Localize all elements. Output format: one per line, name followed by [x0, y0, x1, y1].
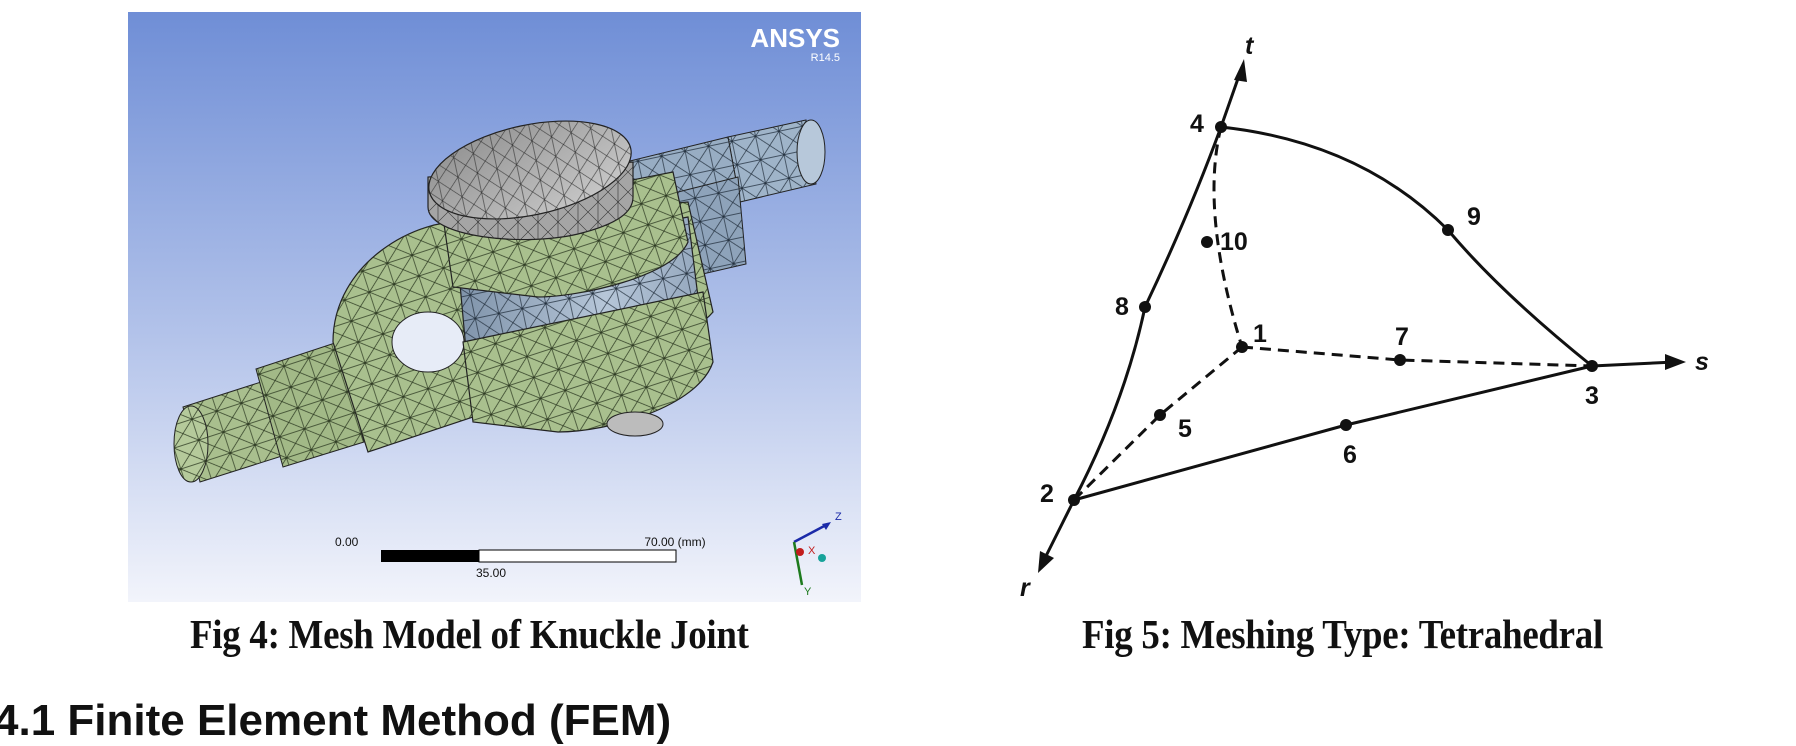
ansys-version: R14.5 — [811, 52, 840, 64]
axis-t-label: t — [1245, 32, 1255, 60]
node-label-7: 7 — [1395, 323, 1409, 351]
triad-y-label: Y — [804, 586, 812, 598]
figure-4-caption: Fig 4: Mesh Model of Knuckle Joint — [190, 611, 749, 657]
pin-head — [427, 120, 634, 241]
node-label-1: 1 — [1253, 320, 1267, 348]
tetrahedral-element-diagram: t s r 1 2 3 4 5 6 7 8 9 10 — [1020, 32, 1709, 602]
figure-5-caption: Fig 5: Meshing Type: Tetrahedral — [1082, 611, 1603, 657]
scale-end-label: 70.00 (mm) — [644, 535, 705, 549]
natural-coordinate-axes — [1038, 59, 1686, 573]
mesh-model-figure: ANSYS R14.5 — [128, 12, 861, 602]
coordinate-triad: Z X Y — [792, 511, 842, 598]
node-label-6: 6 — [1343, 441, 1357, 469]
node-label-5: 5 — [1178, 415, 1192, 443]
node-label-8: 8 — [1115, 293, 1129, 321]
scale-mid-label: 35.00 — [476, 566, 506, 580]
rod-left — [173, 341, 365, 483]
triad-x-label: X — [808, 545, 816, 557]
node-label-9: 9 — [1467, 203, 1481, 231]
pin-bottom — [606, 411, 664, 437]
node-label-3: 3 — [1585, 382, 1599, 410]
element-hidden-edges — [1072, 126, 1593, 502]
axis-s-label: s — [1695, 348, 1709, 376]
rod-right — [625, 119, 826, 283]
section-heading: 4.1 Finite Element Method (FEM) — [0, 696, 672, 745]
element-solid-edges — [1072, 125, 1593, 502]
ansys-logo: ANSYS — [750, 23, 840, 53]
node-label-2: 2 — [1040, 480, 1054, 508]
fork-hole — [391, 311, 465, 373]
axis-r-label: r — [1020, 574, 1031, 602]
element-nodes — [1068, 121, 1598, 506]
scale-bar: 0.00 70.00 (mm) 35.00 — [335, 535, 706, 580]
node-label-4: 4 — [1190, 110, 1204, 138]
scale-start-label: 0.00 — [335, 535, 359, 549]
fork-lower-collar — [462, 291, 714, 433]
node-label-10: 10 — [1220, 228, 1248, 256]
triad-z-label: Z — [835, 511, 842, 523]
